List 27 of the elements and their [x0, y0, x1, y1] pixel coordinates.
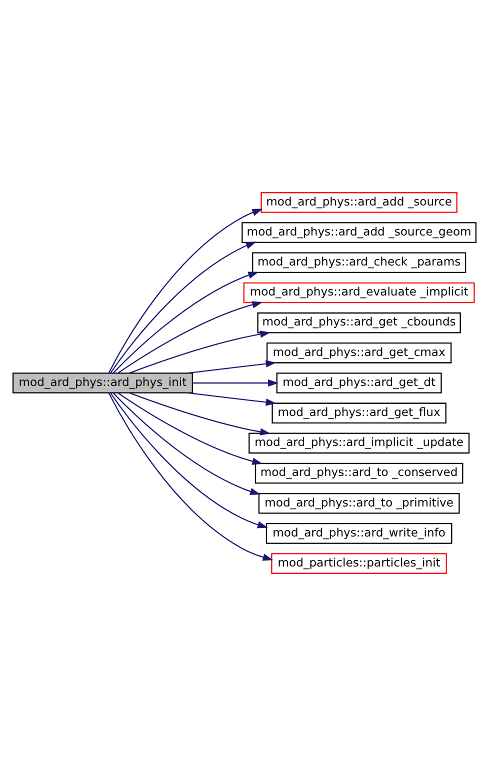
node-box: mod_ard_phys::ard_get_dt — [276, 372, 442, 393]
node-box: mod_ard_phys::ard_evaluate _implicit — [243, 282, 475, 303]
node-box: mod_ard_phys::ard_add _source — [260, 192, 458, 212]
node-box: mod_ard_phys::ard_add _source_geom — [242, 222, 477, 242]
arrow — [129, 392, 271, 435]
node-box: mod_ard_phys::ard_get _cbounds — [257, 312, 461, 333]
arrow — [108, 392, 274, 560]
node-box: mod_ard_phys::ard_get_flux — [272, 402, 446, 423]
arrow — [112, 271, 259, 373]
arrow — [118, 300, 263, 373]
node-box: mod_ard_phys::ard_to _conserved — [254, 462, 464, 484]
arrow — [187, 392, 276, 406]
node-box: mod_ard_phys::ard_to _primitive — [258, 492, 460, 514]
arrow — [187, 360, 276, 374]
node-box: mod_ard_phys::ard_implicit _update — [248, 432, 470, 454]
node-box: mod_ard_phys::ard_phys_init — [12, 372, 193, 393]
node-box: mod_ard_phys::ard_write_info — [266, 522, 452, 544]
arrow — [118, 392, 263, 464]
arrow — [112, 392, 260, 494]
arrow — [110, 241, 256, 373]
node-box: mod_particles::particles_init — [271, 552, 448, 574]
arrow — [129, 330, 271, 374]
node-box: mod_ard_phys::ard_get_cmax — [266, 342, 452, 363]
arrow — [192, 378, 279, 386]
arrow — [110, 392, 268, 528]
node-box: mod_ard_phys::ard_check _params — [252, 252, 466, 273]
arrow — [108, 208, 263, 373]
